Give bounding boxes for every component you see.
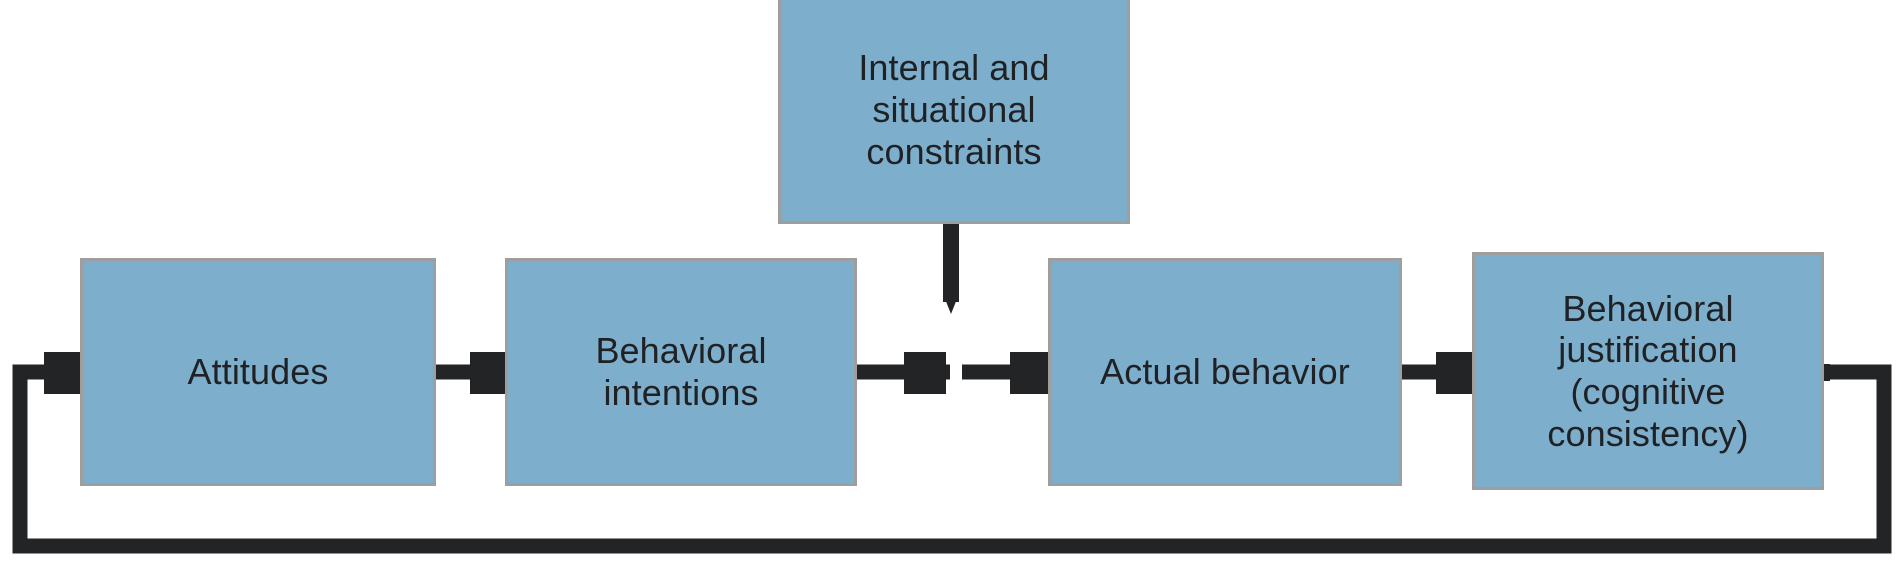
node-label: Attitudes — [187, 351, 329, 393]
edge-constraints-flow — [943, 222, 959, 314]
edge-attitudes-intentions — [436, 352, 512, 394]
node-label: Behavioral intentions — [595, 330, 767, 413]
node-actual-behavior[interactable]: Actual behavior — [1048, 258, 1402, 486]
node-label: Internal and situational constraints — [858, 47, 1050, 172]
node-internal-situational-constraints[interactable]: Internal and situational constraints — [778, 0, 1130, 224]
edge-intentions-midpoint — [857, 352, 950, 394]
node-label: Actual behavior — [1100, 351, 1350, 393]
node-label: Behavioral justification (cognitive cons… — [1547, 287, 1749, 454]
node-attitudes[interactable]: Attitudes — [80, 258, 436, 486]
node-behavioral-intentions[interactable]: Behavioral intentions — [505, 258, 857, 486]
edge-actual-justification — [1402, 352, 1478, 394]
edge-midpoint-actual — [962, 352, 1055, 394]
node-behavioral-justification[interactable]: Behavioral justification (cognitive cons… — [1472, 252, 1824, 490]
